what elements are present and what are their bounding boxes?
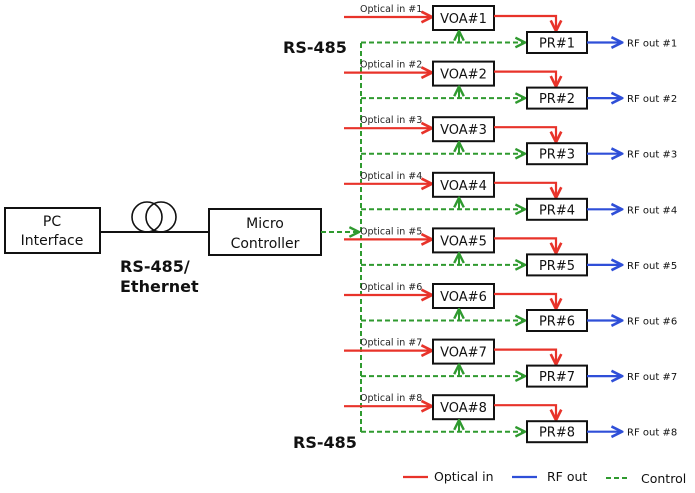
rf-out-label: RF out #3 — [627, 150, 677, 161]
voa-label: VOA#1 — [440, 12, 487, 27]
rf-out-label: RF out #4 — [627, 205, 677, 216]
rf-out-label: RF out #8 — [627, 428, 677, 439]
legend-rf-label: RF out — [547, 469, 587, 484]
bus-label-bottom: RS-485 — [293, 433, 357, 452]
optical-in-label: Optical in #4 — [360, 171, 422, 182]
channel-row-2: Optical in #2 VOA#2PR#2 RF out #2 — [344, 60, 677, 110]
bus-label-top: RS-485 — [283, 38, 347, 57]
micro-controller-line1: Micro — [246, 216, 284, 232]
voa-to-pr-arrow — [494, 126, 556, 142]
voa-label: VOA#4 — [440, 179, 487, 194]
micro-controller-line2: Controller — [231, 236, 300, 252]
channel-row-4: Optical in #4 VOA#4PR#4 RF out #4 — [344, 171, 677, 221]
pc-interface-line1: PC — [43, 214, 61, 230]
optical-in-label: Optical in #7 — [360, 338, 422, 349]
legend-control-label: Control — [641, 471, 686, 486]
micro-controller-box — [208, 208, 322, 256]
voa-to-pr-arrow — [494, 70, 556, 87]
rf-out-label: RF out #5 — [627, 261, 677, 272]
micro-controller-block: Micro Controller — [208, 208, 322, 256]
voa-to-pr-arrow — [494, 237, 556, 253]
channel-row-3: Optical in #3 VOA#3PR#3 RF out #3 — [344, 115, 677, 166]
voa-box — [432, 227, 495, 254]
voa-to-pr-arrow — [494, 292, 556, 309]
channel-row-8: Optical in #8 VOA#8PR#8 RF out #8 — [344, 393, 677, 444]
rf-out-label: RF out #1 — [627, 39, 677, 50]
voa-to-pr-arrow — [494, 14, 556, 31]
optical-in-label: Optical in #8 — [360, 393, 422, 404]
voa-box — [432, 5, 495, 31]
voa-to-pr-arrow — [494, 181, 556, 198]
link-label-line2: Ethernet — [120, 277, 199, 296]
rf-out-label: RF out #7 — [627, 372, 677, 383]
voa-to-pr-arrow — [494, 404, 556, 420]
voa-label: VOA#2 — [440, 68, 487, 83]
rf-out-label: RF out #6 — [627, 317, 677, 328]
pc-interface-block: PC Interface — [4, 207, 101, 254]
pr-label: PR#2 — [539, 92, 575, 107]
pr-label: PR#4 — [539, 203, 575, 218]
optical-in-label: Optical in #6 — [360, 282, 422, 293]
voa-box — [432, 171, 495, 198]
channel-row-6: Optical in #6 VOA#6PR#6 RF out #6 — [344, 282, 677, 332]
legend: Optical in RF out Control — [403, 469, 686, 486]
optical-in-label: Optical in #3 — [360, 115, 422, 126]
channel-row-7: Optical in #7 VOA#7PR#7 RF out #7 — [344, 338, 677, 388]
voa-label: VOA#7 — [440, 346, 487, 361]
pr-label: PR#5 — [539, 259, 575, 274]
optical-in-label: Optical in #5 — [360, 226, 422, 237]
pr-label: PR#1 — [539, 37, 575, 52]
pr-label: PR#8 — [539, 426, 575, 441]
fiber-coil-icon — [131, 201, 177, 233]
voa-box — [432, 60, 495, 87]
legend-optical-label: Optical in — [434, 469, 494, 484]
channel-row-5: Optical in #5 VOA#5PR#5 RF out #5 — [344, 226, 677, 277]
pr-label: PR#6 — [539, 315, 575, 330]
pr-label: PR#7 — [539, 370, 575, 385]
optical-in-label: Optical in #1 — [360, 4, 422, 15]
voa-box — [432, 283, 495, 309]
pc-interface-line2: Interface — [21, 233, 84, 249]
pr-label: PR#3 — [539, 148, 575, 163]
optical-in-label: Optical in #2 — [360, 60, 422, 71]
voa-label: VOA#5 — [440, 234, 487, 249]
voa-label: VOA#3 — [440, 123, 487, 138]
voa-label: VOA#6 — [440, 290, 487, 305]
voa-label: VOA#8 — [440, 401, 487, 416]
rf-out-label: RF out #2 — [627, 94, 677, 105]
channel-row-1: Optical in #1 VOA#1PR#1 RF out #1 — [344, 4, 677, 54]
voa-to-pr-arrow — [494, 348, 556, 365]
pc-interface-box — [4, 207, 101, 254]
link-label-line1: RS-485/ — [120, 257, 190, 276]
